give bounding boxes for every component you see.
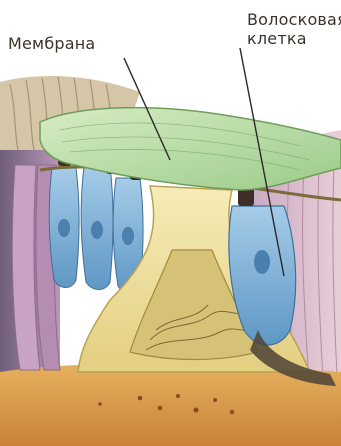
left-hair-cells [49,166,143,294]
right-hair-cell-nucleus [254,250,270,274]
hair-cell-label-line1: Волосковая [247,10,341,29]
membrane-label: Мембрана [8,34,95,53]
hair-cell-label: Волосковая клетка [247,10,341,48]
hair-cell-label-line2: клетка [247,29,341,48]
